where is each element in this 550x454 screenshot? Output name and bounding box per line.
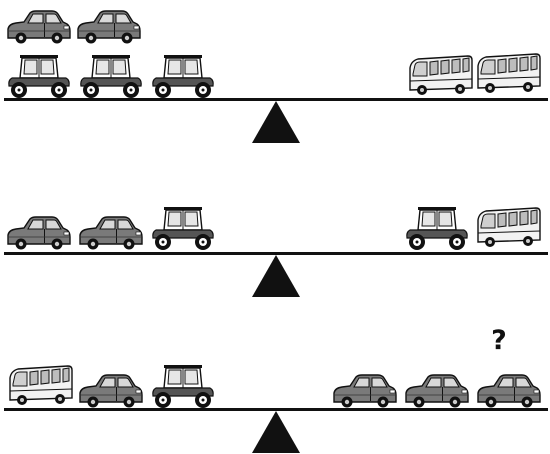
bus-icon (474, 52, 542, 96)
antique-car-icon (404, 204, 470, 252)
antique-car-icon (150, 52, 216, 100)
car-icon (78, 372, 144, 408)
antique-car-icon (150, 362, 216, 410)
car-icon (476, 372, 542, 408)
car-icon (332, 372, 398, 408)
bus-icon (6, 364, 74, 408)
bus-icon (406, 54, 474, 98)
bus-icon (474, 206, 542, 250)
antique-car-icon (6, 52, 72, 100)
fulcrum-triangle (252, 255, 300, 297)
car-icon (76, 8, 142, 44)
question-mark: ? (486, 326, 512, 356)
fulcrum-triangle (252, 411, 300, 453)
car-icon (78, 214, 144, 250)
fulcrum-triangle (252, 101, 300, 143)
car-icon (6, 8, 72, 44)
antique-car-icon (150, 204, 216, 252)
car-icon (404, 372, 470, 408)
car-icon (6, 214, 72, 250)
antique-car-icon (78, 52, 144, 100)
